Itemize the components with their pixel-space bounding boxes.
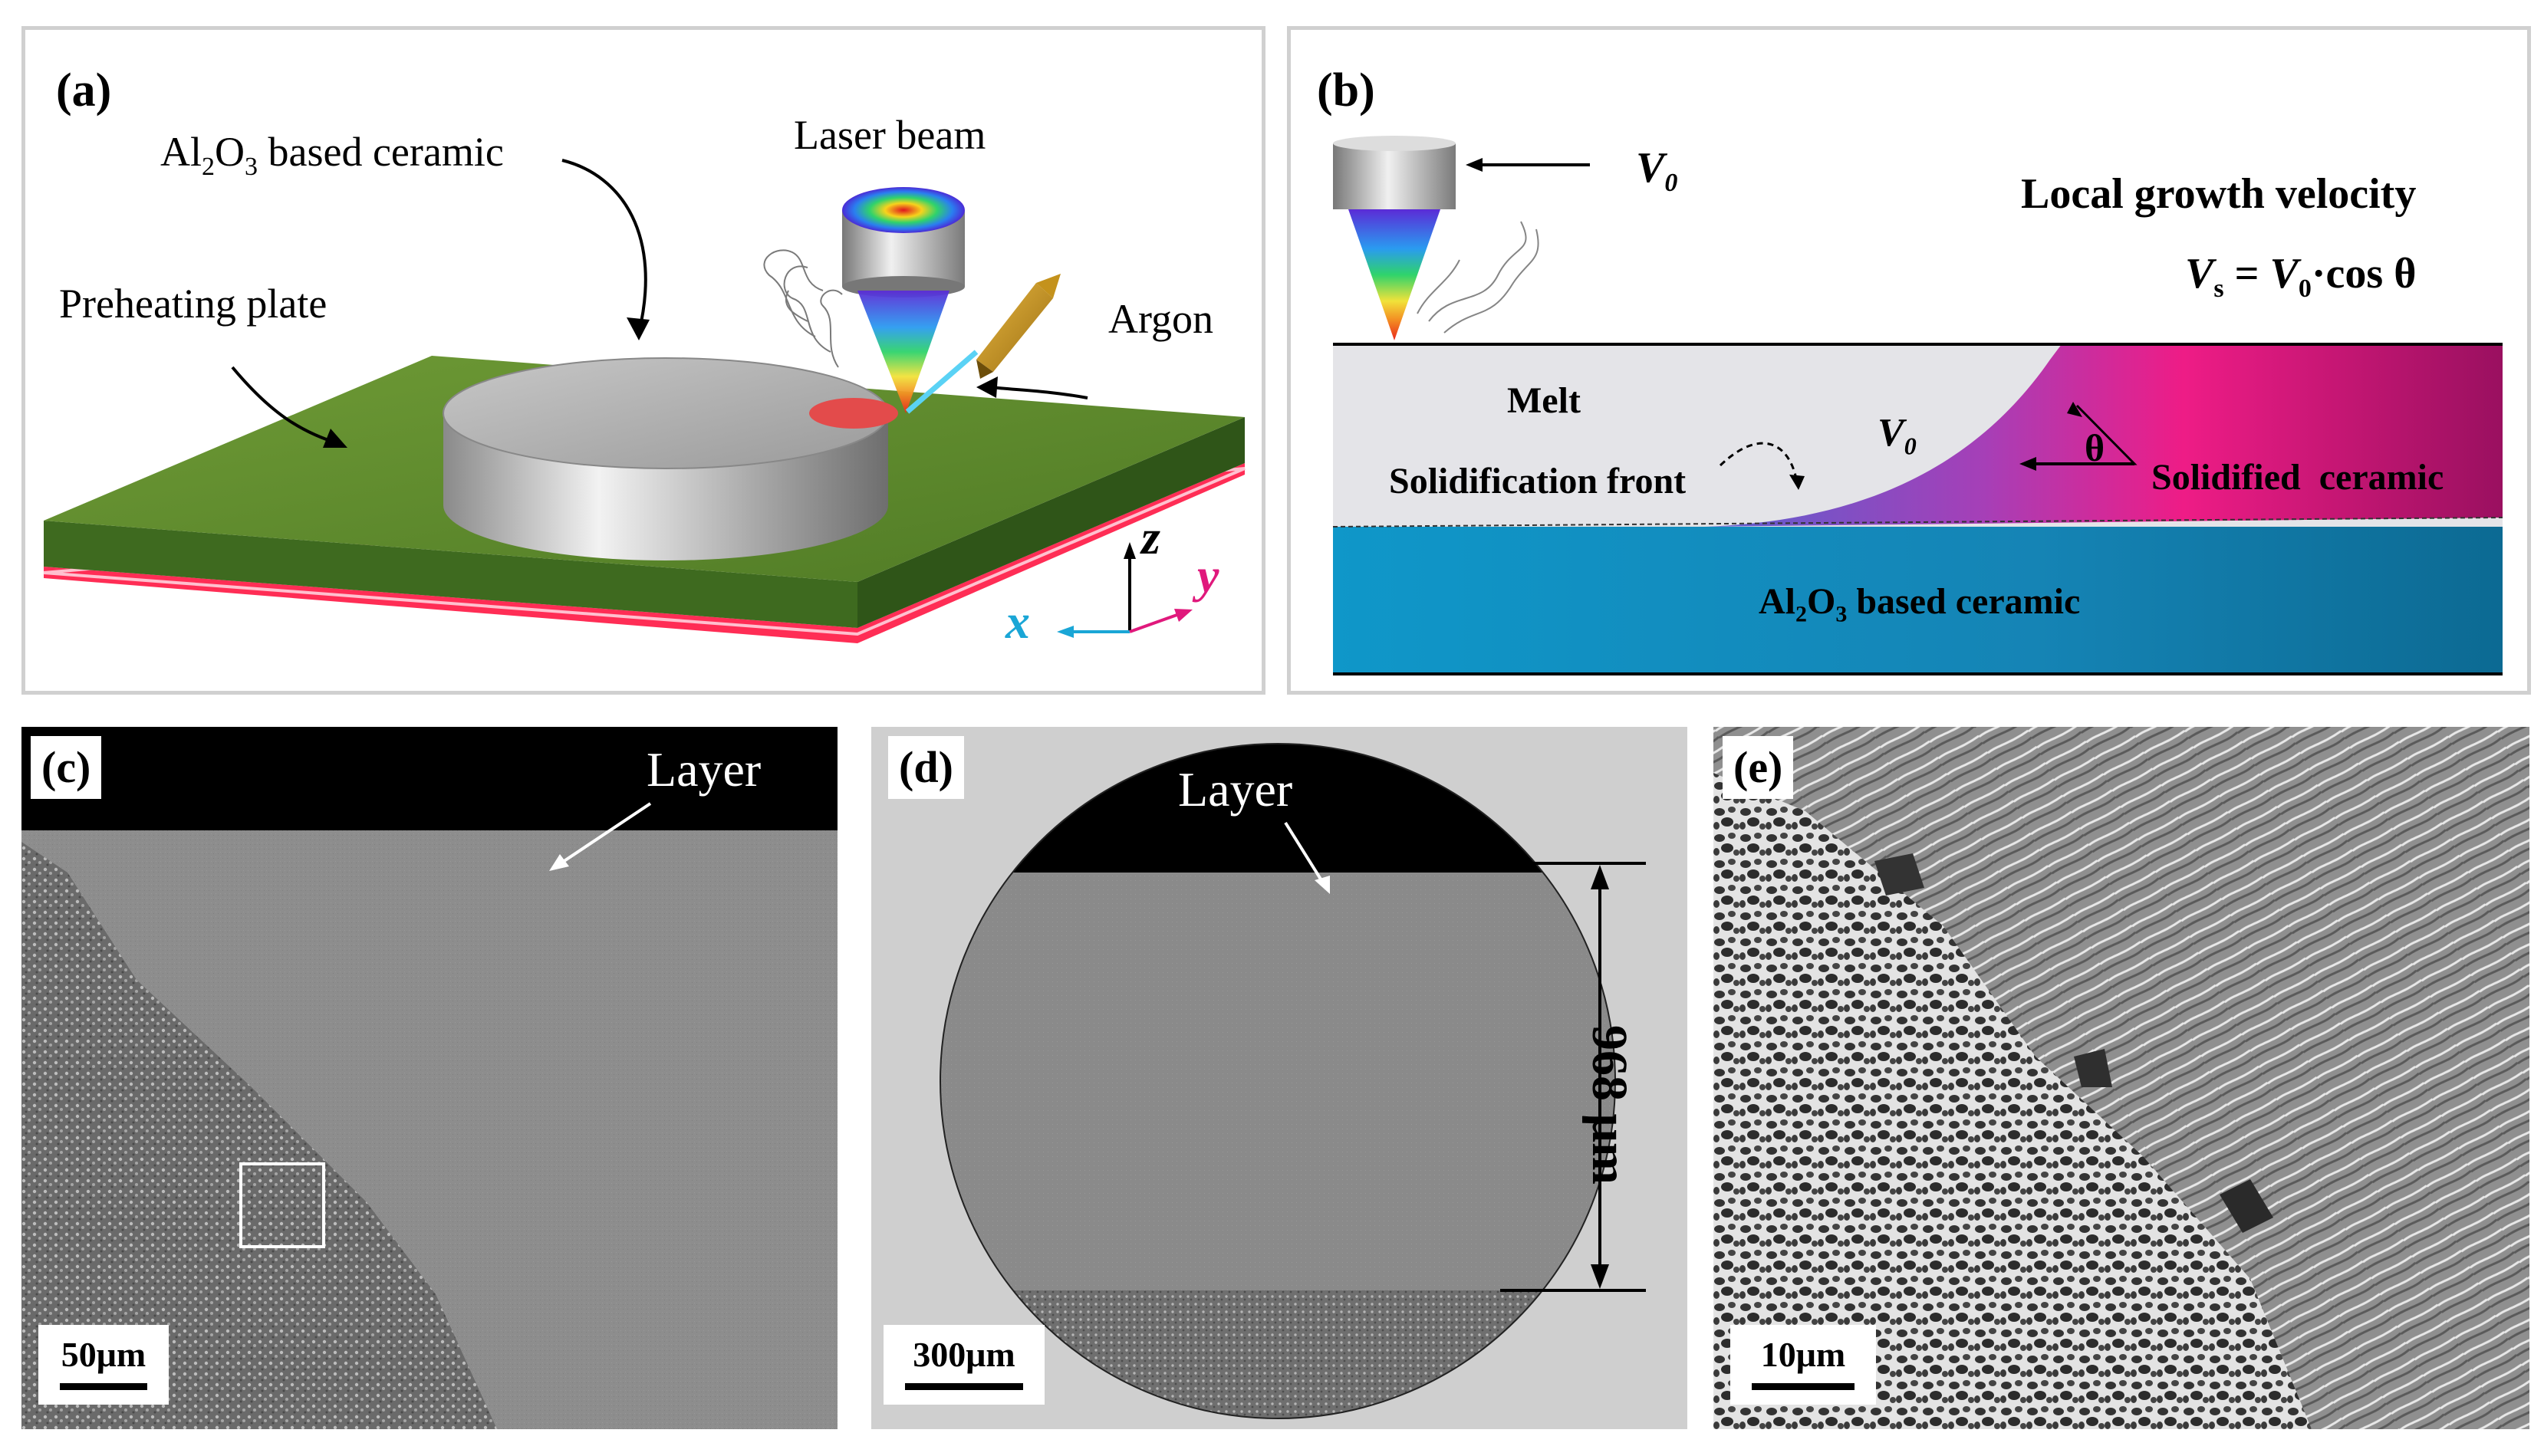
growth-velocity-title: Local growth velocity [2021, 170, 2417, 218]
panel-d-scale-bar: 300μm [884, 1325, 1045, 1405]
argon-label: Argon [1108, 296, 1214, 342]
panel-a: (a) Al2O3 based ceramic Laser beam Argon… [21, 26, 1265, 695]
laser-beam [1348, 209, 1440, 340]
panel-a-illustration [43, 159, 1246, 643]
panel-c-layer-label: Layer [647, 742, 762, 797]
solidified-region [1705, 344, 2503, 527]
solidified-ceramic-label: Solidified ceramic [2151, 457, 2444, 498]
melt-label: Melt [1507, 380, 1581, 421]
panel-b: (b) V0 Local growth velocity Vs = V0·cos… [1287, 26, 2531, 695]
coarse-region [21, 842, 497, 1429]
panel-d-micrograph: (d) Layer 968 μm 300μm [871, 727, 1687, 1429]
panel-e-scale-bar: 10μm [1730, 1325, 1876, 1405]
melt-pool [809, 398, 898, 429]
base-ceramic-region [1333, 527, 2503, 674]
eutectic-region [1713, 773, 2312, 1429]
sample-outline [940, 743, 1616, 1419]
laser-beam [857, 291, 949, 413]
axis-triad-icon [1057, 542, 1193, 638]
solidification-front-label: Solidification front [1389, 461, 1687, 501]
panel-c-scale-bar: 50μm [38, 1325, 169, 1405]
dimension-label: 968 μm [1581, 1025, 1637, 1185]
base-ceramic-label: Al2O3 based ceramic [1759, 581, 2081, 627]
plate-label: Preheating plate [59, 281, 327, 327]
panel-c-micrograph: (c) Layer 50μm [21, 727, 838, 1429]
axis-x-label: x [1005, 594, 1030, 649]
panel-b-illustration [1332, 136, 2503, 675]
panel-d-label: (d) [888, 736, 964, 799]
axis-y-label: y [1197, 548, 1219, 603]
panel-b-label: (b) [1317, 64, 1375, 117]
panel-e-micrograph: (e) 10μm [1713, 727, 2529, 1429]
argon-nozzle-icon [976, 274, 1061, 379]
panel-a-label: (a) [56, 64, 112, 117]
axis-z-label: z [1141, 510, 1160, 564]
velocity-equation: Vs = V0·cos θ [2185, 250, 2417, 304]
theta-label: θ [2085, 426, 2105, 469]
inset-box [239, 1162, 325, 1248]
ceramic-label: Al2O3 based ceramic [160, 129, 504, 181]
laser-head-icon [842, 187, 965, 233]
panel-e-label: (e) [1723, 736, 1794, 799]
v0-mid-label: V0 [1878, 411, 1917, 460]
smoke-icon [763, 249, 843, 368]
v0-top-label: V0 [1636, 144, 1678, 198]
panel-c-label: (c) [31, 736, 102, 799]
laser-beam-label: Laser beam [794, 112, 986, 158]
panel-d-layer-label: Layer [1178, 762, 1293, 817]
